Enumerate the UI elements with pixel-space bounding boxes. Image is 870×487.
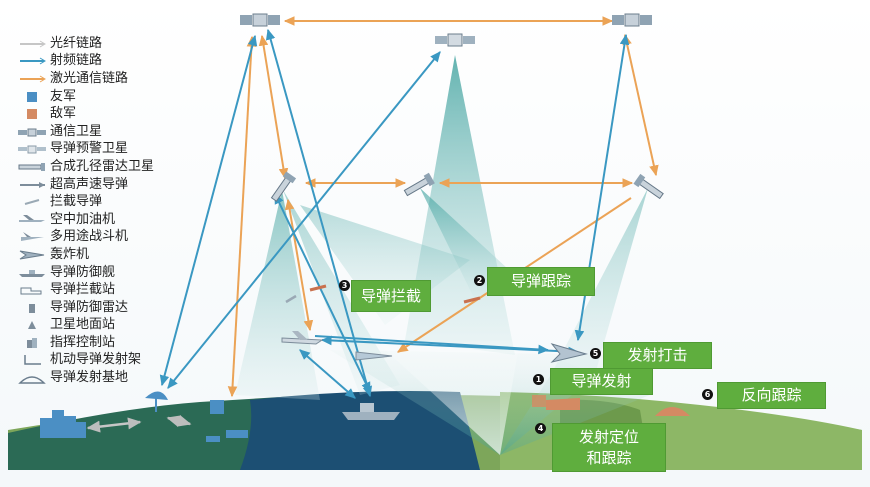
rf-links: [159, 28, 630, 399]
legend-item-defense-ship: 导弹防御舰: [14, 264, 214, 282]
interceptor-missile: [285, 294, 297, 304]
enemy-square-icon: [14, 107, 50, 121]
step-3-badge: 3: [339, 280, 350, 291]
legend-item-warning-satellite: 导弹预警卫星: [14, 141, 214, 159]
launch-base-icon: [14, 371, 50, 385]
fighter-icon: [14, 230, 50, 244]
ground-station-icon: [14, 318, 50, 332]
legend-item-interceptor-missile: 拦截导弹: [14, 193, 214, 211]
legend-item-friendly: 友军: [14, 88, 214, 106]
legend-label: 合成孔径雷达卫星: [50, 158, 155, 174]
warning-satellite-icon: [14, 142, 50, 156]
sar-satellite-2: [403, 172, 435, 197]
tanker-aircraft-icon: [14, 213, 50, 227]
legend-label: 空中加油机: [50, 211, 116, 227]
step-6-label: 反向跟踪: [717, 382, 826, 409]
sar-satellite-icon: [14, 160, 50, 174]
legend-label: 敌军: [50, 106, 77, 122]
hypersonic-missile-1: [309, 284, 327, 292]
comm-satellite-left: [240, 13, 280, 27]
comm-satellite-icon: [14, 125, 50, 139]
command-station-icon: [14, 336, 50, 350]
rf-link-icon: [14, 54, 50, 68]
comm-satellite-right: [612, 13, 652, 27]
interceptor-missile-icon: [14, 195, 50, 209]
legend-label: 轰炸机: [50, 246, 90, 262]
legend-label: 导弹防御舰: [50, 264, 116, 280]
legend-label: 导弹预警卫星: [50, 141, 129, 157]
defense-radar: [210, 400, 224, 414]
bomber-aircraft: [550, 343, 588, 363]
bomber-icon: [14, 248, 50, 262]
legend-label: 机动导弹发射架: [50, 352, 142, 368]
defense-ship-icon: [14, 266, 50, 280]
legend-item-comm-satellite: 通信卫星: [14, 123, 214, 141]
laser-link-icon: [14, 72, 50, 86]
defense-radar-icon: [14, 301, 50, 315]
legend-label: 导弹发射基地: [50, 370, 129, 386]
legend-item-laser: 激光通信链路: [14, 70, 214, 88]
legend-item-sar-satellite: 合成孔径雷达卫星: [14, 158, 214, 176]
step-5-badge: 5: [590, 348, 601, 359]
friendly-square-icon: [14, 90, 50, 104]
step-4-label: 发射定位 和跟踪: [552, 423, 666, 472]
mobile-launcher: [532, 395, 580, 410]
legend-item-rf: 射频链路: [14, 53, 214, 71]
legend-label: 激光通信链路: [50, 70, 129, 86]
launch-base: [655, 407, 690, 416]
legend-item-command-station: 指挥控制站: [14, 334, 214, 352]
sar-satellite-1: [270, 171, 297, 202]
command-building: [40, 410, 86, 438]
legend-item-fighter: 多用途战斗机: [14, 229, 214, 247]
defense-ship: [342, 403, 400, 420]
hypersonic-missile-2: [463, 296, 481, 304]
step-4-badge: 4: [535, 423, 546, 434]
legend-item-enemy: 敌军: [14, 105, 214, 123]
legend-label: 友军: [50, 88, 77, 104]
legend-item-intercept-station: 导弹拦截站: [14, 281, 214, 299]
legend-item-mobile-launcher: 机动导弹发射架: [14, 352, 214, 370]
fiber-links: [86, 415, 192, 433]
fiber-link-icon: [14, 37, 50, 51]
legend-item-ground-station: 卫星地面站: [14, 317, 214, 335]
legend-label: 通信卫星: [50, 123, 103, 139]
intercept-station: [206, 430, 248, 442]
step-6-badge: 6: [702, 389, 713, 400]
legend-label: 指挥控制站: [50, 334, 116, 350]
legend-label: 导弹防御雷达: [50, 299, 129, 315]
intercept-station-icon: [14, 283, 50, 297]
legend-item-launch-base: 导弹发射基地: [14, 369, 214, 387]
legend-item-defense-radar: 导弹防御雷达: [14, 299, 214, 317]
hypersonic-missile-icon: [14, 178, 50, 192]
tanker-aircraft: [281, 331, 324, 345]
legend-label: 超高声速导弹: [50, 176, 129, 192]
legend: 光纤链路 射频链路 激光通信链路 友军 敌军 通信卫星 导弹预警卫星 合成孔径雷…: [14, 35, 214, 387]
step-1-badge: 1: [533, 374, 544, 385]
legend-item-fiber: 光纤链路: [14, 35, 214, 53]
sar-satellite-3: [633, 173, 664, 200]
satellite-dish: [145, 391, 168, 412]
fighter-aircraft: [355, 351, 393, 361]
legend-item-bomber: 轰炸机: [14, 246, 214, 264]
mobile-launcher-icon: [14, 353, 50, 367]
step-3-label: 导弹拦截: [351, 280, 431, 312]
step-5-label: 发射打击: [603, 342, 712, 369]
legend-label: 光纤链路: [50, 35, 103, 51]
step-2-label: 导弹跟踪: [487, 267, 595, 296]
legend-label: 拦截导弹: [50, 194, 103, 210]
step-2-badge: 2: [474, 275, 485, 286]
legend-label: 射频链路: [50, 53, 103, 69]
legend-item-hypersonic-missile: 超高声速导弹: [14, 176, 214, 194]
warning-satellite: [435, 33, 475, 47]
step-1-label: 导弹发射: [550, 368, 653, 395]
legend-item-tanker-aircraft: 空中加油机: [14, 211, 214, 229]
legend-label: 卫星地面站: [50, 317, 116, 333]
legend-label: 导弹拦截站: [50, 282, 116, 298]
legend-label: 多用途战斗机: [50, 229, 129, 245]
